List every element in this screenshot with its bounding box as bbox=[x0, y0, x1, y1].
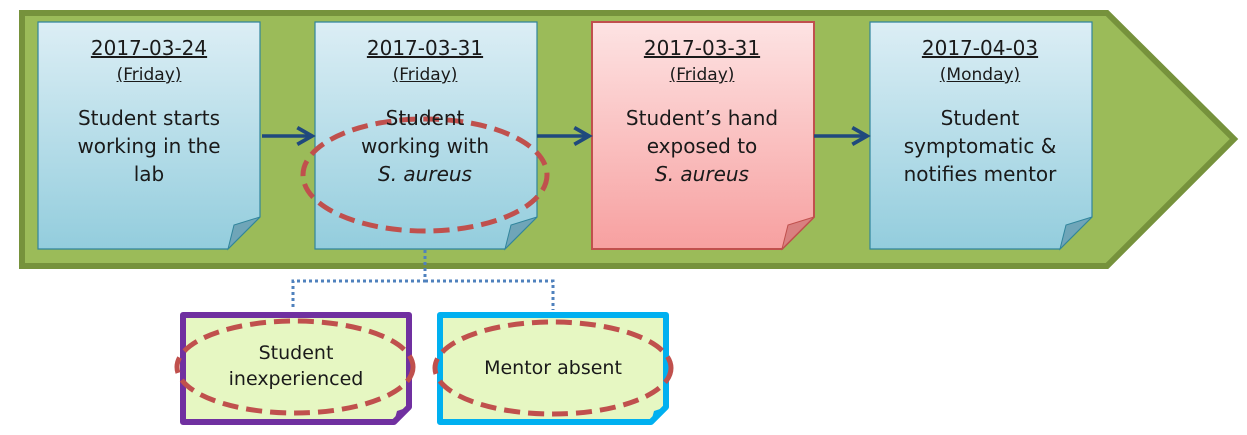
note-line: Student bbox=[385, 106, 465, 130]
note-line: exposed to bbox=[646, 134, 758, 158]
folded-corner bbox=[504, 216, 538, 251]
note-date: 2017-03-31 bbox=[366, 36, 484, 60]
note-description: Student symptomatic & notifies mentor bbox=[870, 104, 1090, 188]
highlight-ellipse-step-2 bbox=[300, 116, 550, 234]
note-day: (Friday) bbox=[116, 65, 182, 85]
note-line: symptomatic & bbox=[903, 134, 1057, 158]
timeline-note-2: 2017-03-31 (Friday) Student working with… bbox=[315, 22, 535, 188]
timeline-note-1: 2017-03-24 (Friday) Student starts worki… bbox=[38, 22, 260, 188]
note-line: Student’s hand bbox=[625, 106, 779, 130]
note-line: working with bbox=[360, 134, 490, 158]
folded-corner bbox=[781, 216, 815, 251]
note-line: lab bbox=[133, 162, 165, 186]
cause-box-2 bbox=[437, 312, 669, 425]
cause-box-1 bbox=[180, 312, 412, 425]
note-line: notifies mentor bbox=[903, 162, 1057, 186]
note-date: 2017-04-03 bbox=[921, 36, 1039, 60]
contributing-factor-2: Mentor absent bbox=[443, 355, 663, 381]
highlight-ellipse-cause-1 bbox=[174, 318, 416, 416]
note-line: working in the bbox=[77, 134, 221, 158]
note-description: Student starts working in the lab bbox=[38, 104, 260, 188]
note-shape-3 bbox=[591, 21, 815, 251]
note-day: (Friday) bbox=[392, 65, 458, 85]
note-description: Student’s hand exposed to S. aureus bbox=[592, 104, 812, 188]
highlight-ellipse-cause-2 bbox=[432, 319, 674, 417]
note-line: Student starts bbox=[77, 106, 221, 130]
note-date: 2017-03-31 bbox=[643, 36, 761, 60]
folded-corner bbox=[394, 407, 409, 422]
folded-corner bbox=[1059, 216, 1093, 251]
cause-line: Mentor absent bbox=[484, 357, 622, 379]
cause-line: Student bbox=[258, 342, 334, 364]
note-line: Student bbox=[940, 106, 1020, 130]
note-day: (Monday) bbox=[939, 65, 1021, 85]
folded-corner bbox=[227, 216, 261, 251]
note-day: (Friday) bbox=[669, 65, 735, 85]
cause-line: inexperienced bbox=[228, 368, 364, 390]
note-shape-4 bbox=[869, 21, 1093, 251]
contributing-factor-1: Student inexperienced bbox=[186, 340, 406, 392]
dotted-connector bbox=[291, 250, 427, 310]
note-shape-2 bbox=[314, 21, 538, 251]
note-date: 2017-03-24 bbox=[90, 36, 208, 60]
note-shape-1 bbox=[37, 21, 261, 251]
timeline-note-3: 2017-03-31 (Friday) Student’s hand expos… bbox=[592, 22, 812, 188]
folded-corner bbox=[651, 407, 666, 422]
organism-name: S. aureus bbox=[655, 162, 749, 186]
timeline-note-4: 2017-04-03 (Monday) Student symptomatic … bbox=[870, 22, 1090, 188]
note-description: Student working with S. aureus bbox=[315, 104, 535, 188]
dotted-connector-right bbox=[425, 279, 555, 310]
organism-name: S. aureus bbox=[378, 162, 472, 186]
